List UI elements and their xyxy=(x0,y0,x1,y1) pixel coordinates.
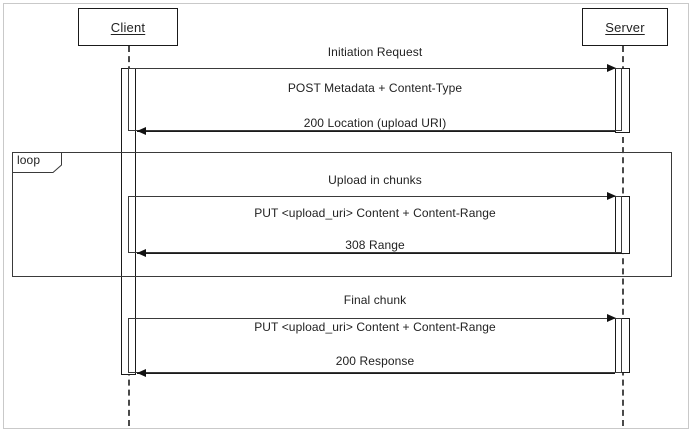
message-arrow-308-range xyxy=(137,253,615,254)
loop-tab-shape xyxy=(12,152,62,173)
lifeline-label-server: Server xyxy=(605,19,645,35)
message-arrowhead-308-range xyxy=(137,249,146,257)
activation-bar-server-1 xyxy=(615,68,630,133)
message-label-put-chunk: PUT <upload_uri> Content + Content-Range xyxy=(254,206,496,220)
group-caption-final-chunk: Final chunk xyxy=(343,293,407,307)
message-label-200-location: 200 Location (upload URI) xyxy=(303,116,447,130)
message-arrowhead-200-response xyxy=(137,369,146,377)
lifeline-head-client[interactable]: Client xyxy=(78,8,178,46)
group-caption-initiation: Initiation Request xyxy=(327,45,423,59)
lifeline-label-client: Client xyxy=(110,19,146,35)
message-arrow-200-response xyxy=(137,373,615,374)
message-arrowhead-put-chunk xyxy=(607,192,616,200)
lifeline-head-server[interactable]: Server xyxy=(582,8,668,46)
group-caption-upload-chunks: Upload in chunks xyxy=(328,173,422,187)
loop-fragment-label: loop xyxy=(17,153,41,167)
activation-bar-server-3 xyxy=(615,318,630,373)
message-arrowhead-put-final xyxy=(607,314,616,322)
loop-fragment-tab: loop xyxy=(12,152,62,173)
message-arrowhead-200-location xyxy=(137,127,146,135)
message-label-put-final: PUT <upload_uri> Content + Content-Range xyxy=(254,320,496,334)
message-arrowhead-post-metadata xyxy=(607,64,616,72)
activation-bar-server-2 xyxy=(615,196,630,254)
message-label-308-range: 308 Range xyxy=(345,238,405,252)
message-label-200-response: 200 Response xyxy=(335,354,415,368)
message-arrow-200-location xyxy=(137,131,615,132)
loop-fragment-frame xyxy=(12,152,672,277)
message-label-post-metadata: POST Metadata + Content-Type xyxy=(287,81,463,95)
